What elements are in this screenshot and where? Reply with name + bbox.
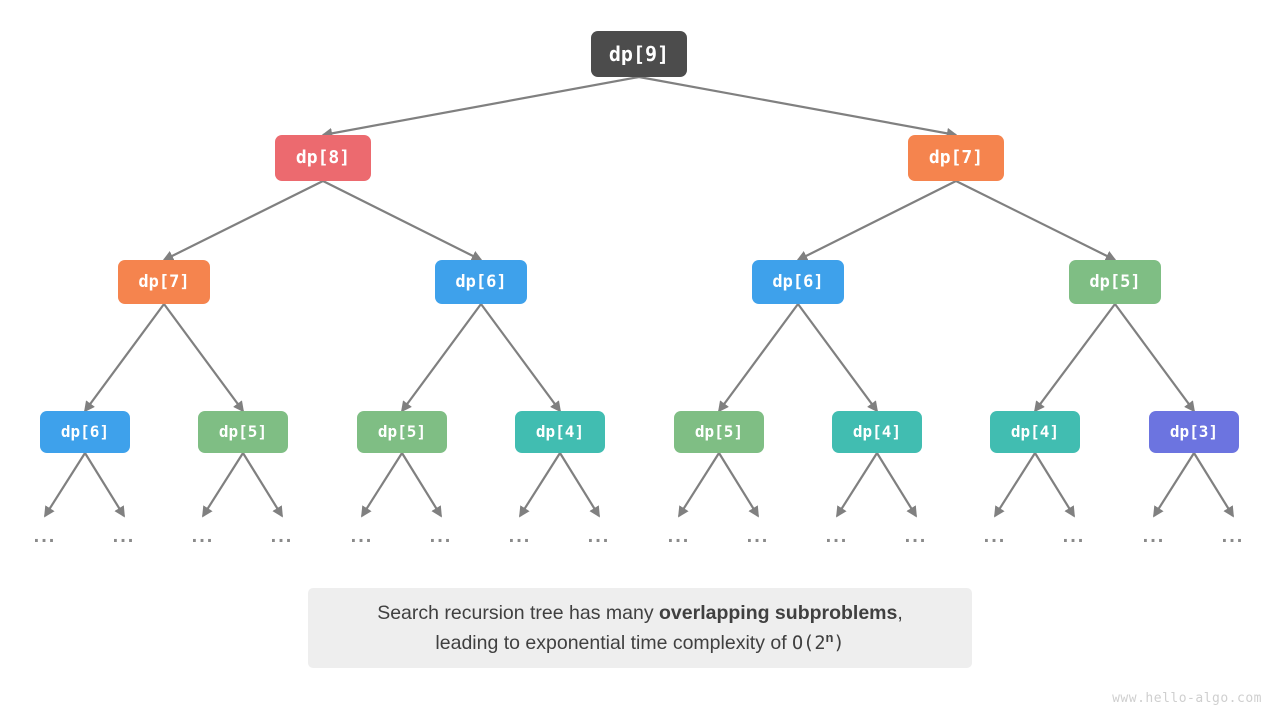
ellipsis-marker: ... (587, 525, 611, 547)
tree-node: dp[5] (357, 411, 447, 453)
tree-edge (400, 303, 482, 413)
ellipsis-marker: ... (667, 525, 691, 547)
tree-edge (678, 452, 720, 518)
ellipsis-marker: ... (1142, 525, 1166, 547)
tree-node-label: dp[4] (1010, 422, 1060, 441)
tree-node: dp[6] (752, 260, 844, 304)
tree-edge (83, 303, 165, 413)
tree-node-label: dp[6] (455, 271, 507, 292)
ellipsis-marker: ... (746, 525, 770, 547)
tree-edge (1193, 452, 1234, 518)
tree-node-label: dp[7] (138, 271, 190, 292)
tree-edge (718, 452, 759, 518)
ellipsis-marker: ... (825, 525, 849, 547)
tree-node-label: dp[4] (535, 422, 585, 441)
big-o-base: O(2 (792, 632, 826, 654)
tree-edge (994, 452, 1036, 518)
tree-node-label: dp[5] (1089, 271, 1141, 292)
tree-node: dp[4] (515, 411, 605, 453)
ellipsis-marker: ... (270, 525, 294, 547)
tree-edge (242, 452, 283, 518)
tree-node: dp[7] (908, 135, 1004, 181)
ellipsis-marker: ... (112, 525, 136, 547)
tree-node-label: dp[5] (377, 422, 427, 441)
tree-edge (202, 452, 244, 518)
ellipsis-marker: ... (983, 525, 1007, 547)
tree-edge (361, 452, 403, 518)
tree-node-label: dp[4] (852, 422, 902, 441)
tree-edge (1153, 452, 1195, 518)
tree-edge (797, 303, 879, 413)
ellipsis-marker: ... (429, 525, 453, 547)
tree-edge (84, 452, 125, 518)
big-o-notation: O(2n) (792, 630, 845, 654)
tree-node: dp[5] (198, 411, 288, 453)
tree-edge (717, 303, 799, 413)
big-o-exponent: n (825, 629, 834, 645)
tree-node: dp[8] (275, 135, 371, 181)
tree-node-label: dp[8] (295, 147, 351, 168)
big-o-close: ) (833, 632, 845, 654)
ellipsis-marker: ... (508, 525, 532, 547)
tree-node: dp[4] (832, 411, 922, 453)
ellipsis-marker: ... (1062, 525, 1086, 547)
caption-line-1: Search recursion tree has many overlappi… (377, 598, 903, 628)
caption-line2-prefix: leading to exponential time complexity o… (435, 631, 793, 654)
caption-line1-prefix: Search recursion tree has many (377, 601, 659, 624)
tree-node-label: dp[6] (772, 271, 824, 292)
tree-edge (519, 452, 561, 518)
tree-node: dp[6] (40, 411, 130, 453)
tree-node: dp[4] (990, 411, 1080, 453)
tree-edge (480, 303, 562, 413)
ellipsis-marker: ... (33, 525, 57, 547)
tree-node-label: dp[9] (608, 42, 670, 66)
caption-line-2: leading to exponential time complexity o… (435, 628, 844, 659)
tree-node-label: dp[5] (694, 422, 744, 441)
tree-node: dp[3] (1149, 411, 1239, 453)
tree-node: dp[6] (435, 260, 527, 304)
caption-line1-bold: overlapping subproblems (659, 601, 898, 624)
ellipsis-marker: ... (350, 525, 374, 547)
tree-edge (1033, 303, 1116, 413)
tree-edge (796, 180, 957, 261)
ellipsis-marker: ... (904, 525, 928, 547)
tree-edge (44, 452, 86, 518)
tree-node: dp[5] (674, 411, 764, 453)
tree-edge (162, 180, 324, 261)
tree-node-label: dp[3] (1169, 422, 1219, 441)
watermark: www.hello-algo.com (1112, 691, 1262, 706)
tree-edge (876, 452, 917, 518)
caption-box: Search recursion tree has many overlappi… (308, 588, 972, 668)
tree-edge (836, 452, 878, 518)
tree-edge (163, 303, 245, 413)
tree-edge (401, 452, 442, 518)
tree-edge (1114, 303, 1196, 413)
tree-edge (322, 180, 483, 261)
tree-edge (1034, 452, 1075, 518)
tree-edge (321, 75, 640, 139)
ellipsis-marker: ... (191, 525, 215, 547)
tree-node-label: dp[6] (60, 422, 110, 441)
tree-edge (559, 452, 600, 518)
tree-edge (638, 75, 958, 139)
caption-line1-suffix: , (897, 601, 903, 624)
tree-edge (955, 180, 1117, 261)
tree-node-label: dp[7] (928, 147, 984, 168)
ellipsis-marker: ... (1221, 525, 1245, 547)
tree-node: dp[7] (118, 260, 210, 304)
tree-node: dp[5] (1069, 260, 1161, 304)
tree-node: dp[9] (591, 31, 687, 77)
tree-node-label: dp[5] (218, 422, 268, 441)
